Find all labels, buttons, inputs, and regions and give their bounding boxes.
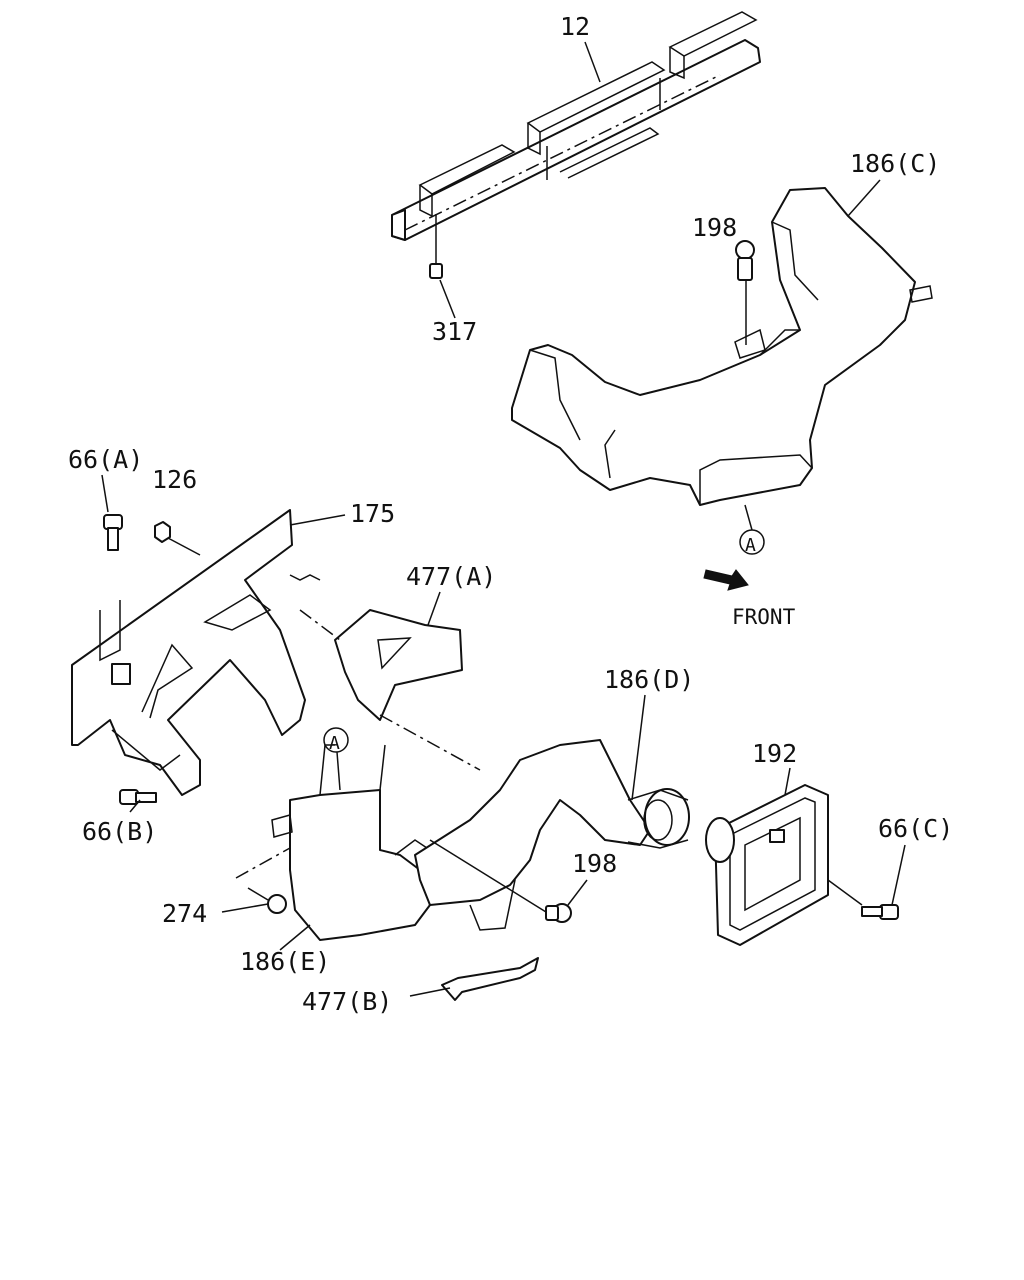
front-direction-arrow-icon <box>703 569 749 591</box>
leader-lines <box>101 41 906 997</box>
callout-198-lower: 198 <box>572 849 617 878</box>
part-198-lower-clip <box>429 839 572 923</box>
callout-186c: 186(C) <box>850 149 940 178</box>
part-477a-plate <box>299 609 481 771</box>
part-274-screw <box>235 847 291 914</box>
part-477b-strap <box>441 957 539 1001</box>
callout-477b: 477(B) <box>302 987 392 1016</box>
callout-126: 126 <box>152 465 197 494</box>
callout-66b: 66(B) <box>82 817 157 846</box>
part-126-nut <box>154 521 171 543</box>
connector-a-label: A <box>745 535 756 556</box>
connector-a-circle-icon <box>739 529 765 555</box>
callout-186d: 186(D) <box>604 665 694 694</box>
part-317-screw <box>429 258 443 279</box>
callout-66c: 66(C) <box>878 814 953 843</box>
part-12-duct-rail <box>391 11 761 258</box>
part-198-upper-clip <box>735 240 755 345</box>
part-66b-bolt <box>119 789 157 805</box>
callout-175: 175 <box>350 499 395 528</box>
part-186c-upper-duct <box>511 187 933 506</box>
connector-a-circle-icon <box>323 727 349 753</box>
callout-66a: 66(A) <box>68 445 143 474</box>
part-192-filter-frame <box>705 784 829 946</box>
callout-12: 12 <box>560 12 590 41</box>
callout-317: 317 <box>432 317 477 346</box>
callout-477a: 477(A) <box>406 562 496 591</box>
callout-274: 274 <box>162 899 207 928</box>
callout-198-upper: 198 <box>692 213 737 242</box>
part-66c-bolt <box>827 879 899 920</box>
part-175-bracket <box>71 509 321 796</box>
part-66a-bolt <box>103 514 123 551</box>
part-186d-hose <box>414 739 690 906</box>
connector-a-label: A <box>329 733 340 754</box>
connector-a-marker-lower: A <box>323 727 349 754</box>
callout-192: 192 <box>752 739 797 768</box>
callout-186e: 186(E) <box>240 947 330 976</box>
front-label: FRONT <box>732 605 796 629</box>
connector-a-marker-upper: A <box>739 529 765 556</box>
